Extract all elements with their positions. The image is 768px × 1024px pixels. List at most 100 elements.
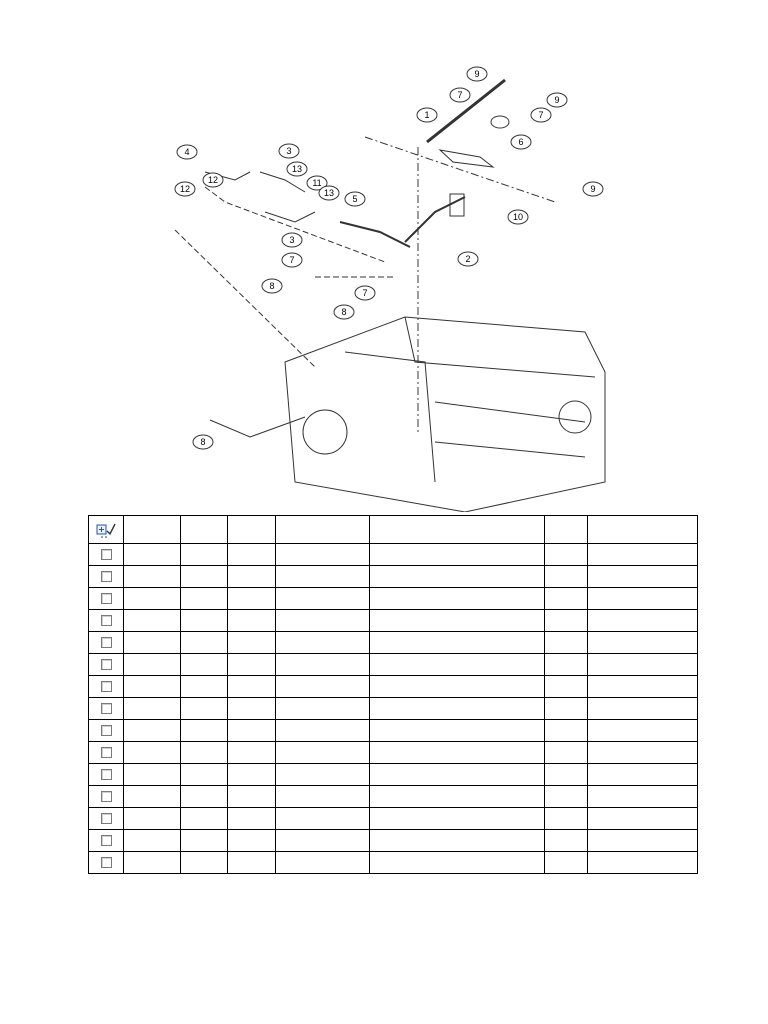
table-cell (544, 675, 588, 698)
callout-bubble: 8 (333, 304, 355, 320)
table-cell (227, 609, 276, 632)
callout-bubble: 8 (261, 278, 283, 294)
table-cell (227, 543, 276, 566)
table-row (88, 763, 698, 786)
callout-number: 2 (465, 254, 470, 264)
table-cell (587, 675, 698, 698)
table-cell (227, 719, 276, 742)
table-cell (544, 719, 588, 742)
callout-bubble: 13 (286, 161, 308, 177)
row-select-cell (88, 741, 124, 764)
row-checkbox[interactable] (100, 637, 112, 648)
column-header (180, 515, 228, 544)
callout-number: 4 (184, 147, 189, 157)
row-select-cell (88, 609, 124, 632)
callout-bubble: 7 (449, 87, 471, 103)
row-checkbox[interactable] (100, 615, 112, 626)
table-cell (369, 609, 545, 632)
leader-line (204, 186, 386, 263)
table-cell (544, 543, 588, 566)
callout-bubble: 9 (582, 181, 604, 197)
table-cell (123, 741, 181, 764)
table-cell (227, 829, 276, 852)
table-cell (369, 785, 545, 808)
table-row (88, 741, 698, 764)
table-cell (587, 609, 698, 632)
table-header-row (88, 515, 698, 544)
table-cell (227, 807, 276, 830)
table-cell (180, 653, 228, 676)
header-select-cell[interactable] (88, 515, 124, 544)
table-cell (180, 631, 228, 654)
table-cell (544, 807, 588, 830)
row-select-cell (88, 653, 124, 676)
table-cell (123, 851, 181, 874)
table-row (88, 543, 698, 566)
table-cell (275, 829, 370, 852)
row-checkbox[interactable] (100, 681, 112, 692)
table-cell (123, 719, 181, 742)
table-cell (587, 807, 698, 830)
parts-table (88, 515, 698, 874)
table-cell (587, 741, 698, 764)
row-checkbox[interactable] (100, 747, 112, 758)
callout-number: 12 (208, 175, 218, 185)
row-select-cell (88, 851, 124, 874)
table-cell (544, 785, 588, 808)
row-checkbox[interactable] (100, 549, 112, 560)
row-checkbox[interactable] (100, 857, 112, 868)
table-cell (369, 763, 545, 786)
leader-line (174, 229, 316, 368)
table-cell (180, 741, 228, 764)
row-checkbox[interactable] (100, 835, 112, 846)
column-header (544, 515, 588, 544)
table-row (88, 587, 698, 610)
column-header (369, 515, 545, 544)
column-header (275, 515, 370, 544)
callout-bubble: 7 (281, 252, 303, 268)
table-row (88, 851, 698, 874)
row-checkbox[interactable] (100, 725, 112, 736)
table-row (88, 719, 698, 742)
callout-number: 9 (590, 184, 595, 194)
callout-bubble: 1 (416, 107, 438, 123)
table-cell (123, 697, 181, 720)
callout-number: 3 (289, 235, 294, 245)
callout-number: 3 (286, 146, 291, 156)
callout-number: 8 (341, 307, 346, 317)
connector-2 (449, 193, 465, 217)
row-checkbox[interactable] (100, 593, 112, 604)
table-cell (587, 543, 698, 566)
leader-line (209, 416, 306, 438)
table-cell (180, 807, 228, 830)
table-row (88, 675, 698, 698)
callout-number: 5 (352, 194, 357, 204)
callout-number: 7 (362, 288, 367, 298)
table-cell (544, 631, 588, 654)
callout-bubble: 11 (306, 175, 328, 191)
table-cell (544, 587, 588, 610)
row-checkbox[interactable] (100, 659, 112, 670)
table-cell (587, 829, 698, 852)
table-cell (544, 565, 588, 588)
callout-number: 7 (289, 255, 294, 265)
table-cell (369, 807, 545, 830)
callout-number: 9 (474, 69, 479, 79)
row-checkbox[interactable] (100, 791, 112, 802)
table-cell (369, 829, 545, 852)
table-cell (227, 587, 276, 610)
engine-port (302, 409, 348, 455)
plate-3 (264, 211, 316, 223)
table-cell (180, 565, 228, 588)
row-checkbox[interactable] (100, 571, 112, 582)
callout-bubble: 5 (344, 191, 366, 207)
row-checkbox[interactable] (100, 703, 112, 714)
callout-bubble: 4 (176, 144, 198, 160)
row-checkbox[interactable] (100, 769, 112, 780)
table-cell (587, 785, 698, 808)
row-checkbox[interactable] (100, 813, 112, 824)
expand-all-icon[interactable] (96, 522, 116, 538)
engine-block (284, 316, 606, 512)
row-select-cell (88, 675, 124, 698)
leader-line (364, 136, 556, 203)
